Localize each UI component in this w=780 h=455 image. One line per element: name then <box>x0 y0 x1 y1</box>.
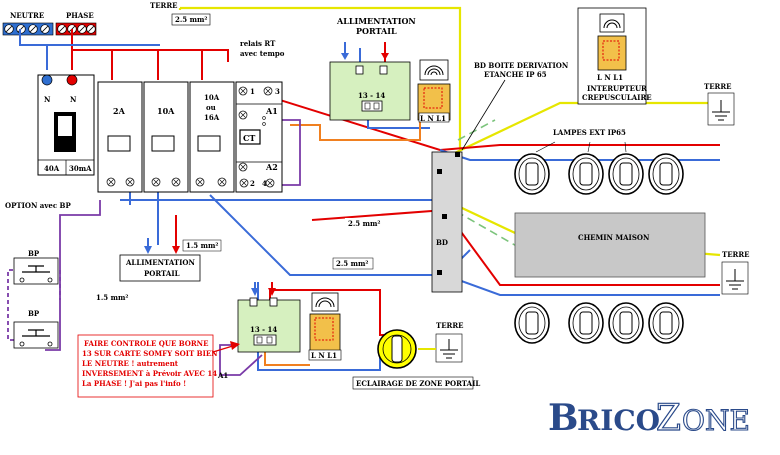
note-line-1: FAIRE CONTROLE QUE BORNE <box>84 339 208 348</box>
label-phase: PHASE <box>66 11 94 20</box>
label-s15-mid: 1.5 mm² <box>186 241 219 250</box>
push-button-2 <box>13 321 59 349</box>
label-a1: A1 <box>265 106 278 116</box>
warning-note <box>77 334 240 398</box>
label-bd: BD <box>436 238 448 247</box>
terminal-block-neutre <box>2 22 54 36</box>
label-lnl1-top: L N L1 <box>420 114 446 123</box>
label-s15-left: 1.5 mm² <box>96 293 129 302</box>
crepuscular-switch-low <box>308 292 342 361</box>
terminal-block-phase <box>55 22 97 36</box>
label-neutre: NEUTRE <box>10 11 44 20</box>
crepuscular-switch-top <box>417 59 451 123</box>
label-chemin: CHEMIN MAISON <box>578 233 650 242</box>
section-box-15-mid <box>182 239 222 252</box>
note-line-4: INVERSEMENT à Prévoir AVEC 14 <box>82 369 217 378</box>
label-eclairage: ECLAIRAGE DE ZONE PORTAIL <box>356 379 480 388</box>
label-ct: CT <box>243 133 255 143</box>
logo-b: B <box>548 397 578 439</box>
label-lnl1-crepusculaire: L N L1 <box>597 73 623 82</box>
label-terminal-2: 2 <box>250 179 255 188</box>
section-box-low <box>332 257 374 270</box>
logo-z: Z <box>656 398 681 439</box>
label-terre-low: TERRE <box>436 321 464 330</box>
label-alim-portail-top-2: PORTAIL <box>356 26 397 36</box>
label-bp1: BP <box>28 249 40 258</box>
logo-rico: RICO <box>577 404 660 437</box>
label-bornes-top: 13 - 14 <box>358 91 385 100</box>
circuit-breakers <box>97 81 235 193</box>
label-terre-right-top: TERRE <box>704 82 732 91</box>
label-option-bp: OPTION avec BP <box>5 201 71 210</box>
label-bp2: BP <box>28 309 40 318</box>
portail-module-low <box>237 282 301 353</box>
label-40a: 40A <box>44 164 60 173</box>
label-n-right: N <box>70 95 77 104</box>
interrupteur-crepusculaire <box>577 7 647 105</box>
label-s25-low: 2.5 mm² <box>336 259 369 268</box>
lamps-bottom-row <box>514 302 684 344</box>
note-line-2: 13 SUR CARTE SOMFY SOIT BIEN <box>82 349 218 358</box>
label-30ma: 30mA <box>69 164 92 173</box>
label-lampes: LAMPES EXT IP65 <box>553 128 626 137</box>
label-section-top: 2.5 mm² <box>175 15 208 24</box>
label-bd-boite-2: ETANCHE IP 65 <box>484 70 547 79</box>
label-alim-portail-mid-1: ALLIMENTATION <box>125 258 195 267</box>
label-terminal-1: 1 <box>250 87 255 96</box>
label-bd-boite-1: BD BOITE DERIVATION <box>474 61 569 70</box>
label-avec-tempo: avec tempo <box>240 49 285 58</box>
ground-symbol-right-top <box>707 92 735 126</box>
label-a2: A2 <box>265 162 278 172</box>
label-breaker-10a16a-1: 10A <box>204 93 220 102</box>
alim-portail-mid-label <box>119 215 201 282</box>
eclairage-label-box <box>352 376 474 390</box>
differential-breaker <box>37 74 95 176</box>
boite-derivation <box>431 151 463 293</box>
label-alim-portail-top-1: ALLIMENTATION <box>336 16 416 26</box>
label-terre-top: TERRE <box>150 1 178 10</box>
note-line-5: La PHASE ! J'ai pas l'info ! <box>82 379 186 388</box>
label-terminal-3: 3 <box>275 87 280 96</box>
label-interrupteur-1: INTERUPTEUR <box>587 84 647 93</box>
portail-lamp <box>377 329 417 369</box>
lamps-top-row <box>514 153 684 195</box>
label-n-left: N <box>44 95 51 104</box>
label-breaker-10a16a-3: 16A <box>204 113 220 122</box>
label-breaker-10a: 10A <box>157 106 175 116</box>
bricozone-logo: B RICO Z ONE <box>548 397 750 440</box>
portail-module-top <box>329 42 411 121</box>
ground-symbol-right-mid <box>721 261 749 295</box>
logo-one: ONE <box>682 404 750 437</box>
relay-contactor <box>235 81 283 193</box>
label-terminal-4: 4 <box>262 179 267 188</box>
section-box-mid <box>345 218 385 229</box>
label-a1-low: A1 <box>217 371 228 380</box>
label-s25-mid: 2.5 mm² <box>348 219 381 228</box>
label-breaker-2a: 2A <box>113 106 126 116</box>
ground-symbol-low <box>435 333 463 363</box>
push-button-1 <box>13 257 59 285</box>
label-bornes-low: 13 - 14 <box>250 325 277 334</box>
note-line-3: LE NEUTRE ! autrement <box>82 359 179 368</box>
label-terre-right-mid: TERRE <box>722 250 750 259</box>
label-breaker-10a16a-2: ou <box>206 103 216 112</box>
chemin-maison <box>514 212 706 278</box>
label-relais: relais RT <box>240 39 276 48</box>
section-box-top <box>171 13 211 26</box>
label-interrupteur-2: CREPUSCULAIRE <box>582 93 652 102</box>
label-alim-portail-mid-2: PORTAIL <box>144 269 180 278</box>
label-lnl1-low: L N L1 <box>311 351 337 360</box>
